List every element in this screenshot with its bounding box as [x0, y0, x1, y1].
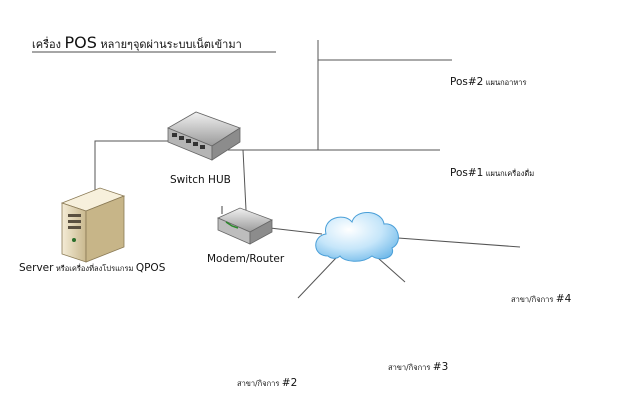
modem-router-label: Modem/Router [207, 253, 285, 265]
link-router-cloud [269, 227, 323, 235]
switch-hub-icon [167, 111, 241, 161]
connection-lines [94, 40, 521, 299]
title-prefix: เครื่อง [32, 36, 65, 51]
pos1-label: Pos#1 แผนกเครื่องดื่ม [450, 167, 534, 179]
title-suffix: หลายๆจุดผ่านระบบเน็ตเข้ามา [97, 37, 242, 51]
link-cloud-branch3 [377, 257, 406, 283]
branch3-label: สาขา/กิจการ #3 [388, 361, 448, 373]
title-emphasis: POS [65, 33, 97, 52]
internet-cloud-icon [315, 212, 399, 262]
link-cloud-branch4 [397, 237, 521, 248]
branch4-label: สาขา/กิจการ #4 [511, 293, 572, 305]
svg-text:เครื่อง POS หลายๆจุดผ่านระบบเน: เครื่อง POS หลายๆจุดผ่านระบบเน็ตเข้ามา [32, 33, 242, 52]
link-hub-router [242, 149, 247, 211]
switch-hub-label: Switch HUB [170, 174, 231, 186]
link-server-hub [94, 140, 170, 193]
link-cloud-branch2 [297, 257, 337, 299]
diagram-title: เครื่อง POS หลายๆจุดผ่านระบบเน็ตเข้ามา [32, 33, 276, 53]
branch2-label: สาขา/กิจการ #2 [237, 377, 297, 389]
pos2-label: Pos#2 แผนกอาหาร [450, 76, 527, 88]
server-label: Server หรือเครื่องที่ลงโปรแกรม QPOS [19, 262, 166, 274]
server-icon [60, 187, 126, 263]
modem-router-icon [217, 206, 273, 245]
